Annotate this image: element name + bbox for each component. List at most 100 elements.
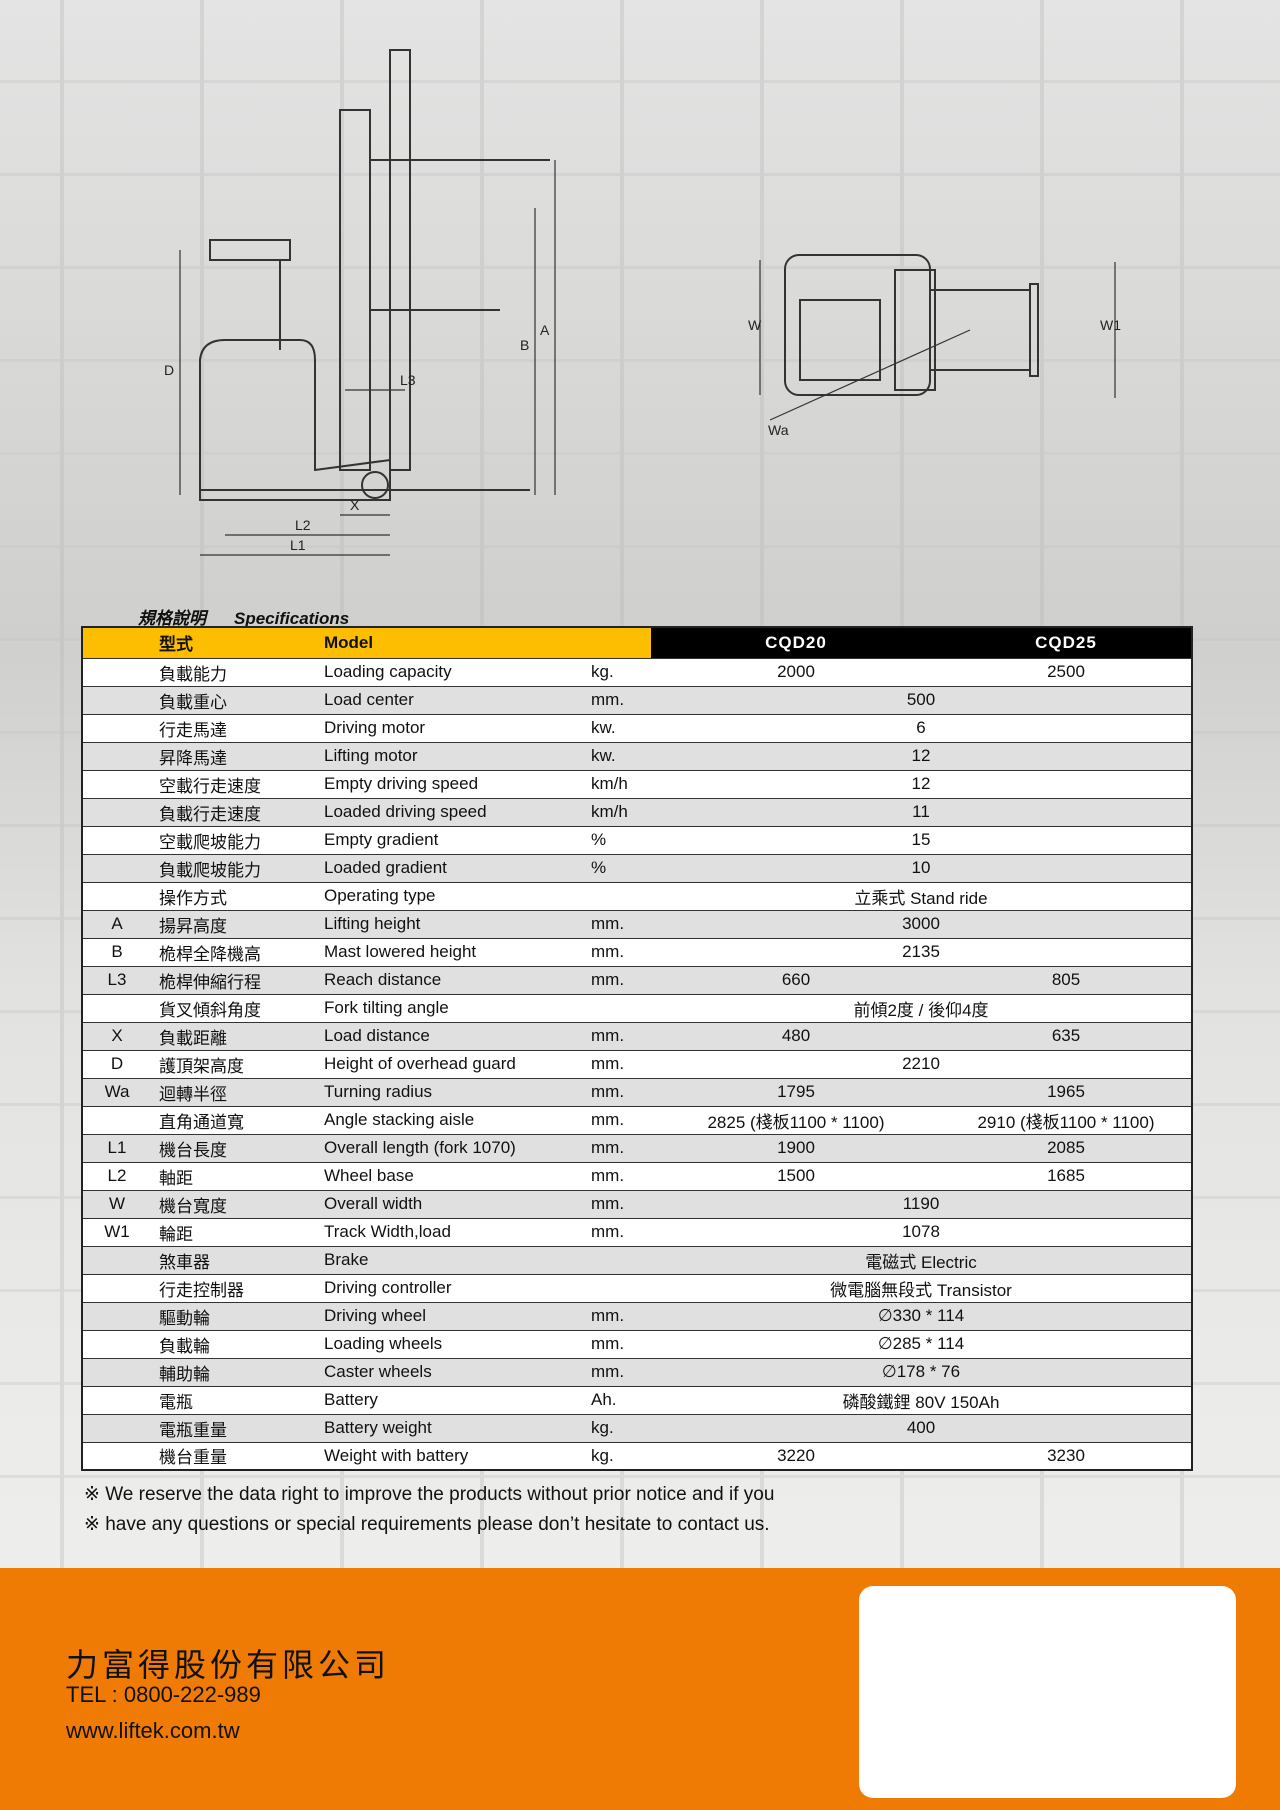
row-label-en: Empty gradient bbox=[319, 826, 591, 855]
row-code bbox=[82, 658, 151, 687]
row-unit: mm. bbox=[591, 1134, 651, 1163]
row-label-en: Height of overhead guard bbox=[319, 1050, 591, 1079]
row-label-zh: 電瓶重量 bbox=[151, 1414, 319, 1443]
row-value-cqd25: 635 bbox=[941, 1022, 1192, 1051]
row-label-zh: 負載爬坡能力 bbox=[151, 854, 319, 883]
row-code bbox=[82, 1358, 151, 1387]
row-unit: kw. bbox=[591, 742, 651, 771]
row-label-zh: 昇降馬達 bbox=[151, 742, 319, 771]
row-unit: Ah. bbox=[591, 1386, 651, 1415]
row-value-shared: 立乘式 Stand ride bbox=[651, 882, 1192, 911]
row-unit bbox=[591, 882, 651, 911]
dim-label-l1: L1 bbox=[290, 537, 306, 553]
row-value-cqd25: 2085 bbox=[941, 1134, 1192, 1163]
header-model-cqd20: CQD20 bbox=[651, 627, 941, 659]
header-model-en: Model bbox=[319, 627, 591, 659]
row-label-zh: 直角通道寬 bbox=[151, 1106, 319, 1135]
row-value-shared: 12 bbox=[651, 742, 1192, 771]
row-label-zh: 電瓶 bbox=[151, 1386, 319, 1415]
row-value-shared: 2135 bbox=[651, 938, 1192, 967]
header-model-zh: 型式 bbox=[151, 627, 319, 659]
row-code: A bbox=[82, 910, 151, 939]
row-label-zh: 貨叉傾斜角度 bbox=[151, 994, 319, 1023]
row-label-en: Load distance bbox=[319, 1022, 591, 1051]
dim-label-w: W bbox=[748, 317, 762, 333]
row-code: W1 bbox=[82, 1218, 151, 1247]
row-label-zh: 驅動輪 bbox=[151, 1302, 319, 1331]
row-value-cqd20: 3220 bbox=[651, 1442, 941, 1471]
dealer-stamp-box bbox=[859, 1586, 1236, 1798]
row-label-en: Loading capacity bbox=[319, 658, 591, 687]
row-code bbox=[82, 1442, 151, 1471]
row-value-shared: 400 bbox=[651, 1414, 1192, 1443]
row-unit: mm. bbox=[591, 686, 651, 715]
row-code bbox=[82, 714, 151, 743]
row-value-shared: 1190 bbox=[651, 1190, 1192, 1219]
row-label-zh: 機台重量 bbox=[151, 1442, 319, 1471]
row-label-zh: 機台寬度 bbox=[151, 1190, 319, 1219]
row-value-cqd20: 2000 bbox=[651, 658, 941, 687]
row-code bbox=[82, 1106, 151, 1135]
dim-label-b: B bbox=[520, 337, 529, 353]
row-value-cqd20: 660 bbox=[651, 966, 941, 995]
row-unit bbox=[591, 994, 651, 1023]
row-code: L1 bbox=[82, 1134, 151, 1163]
row-code bbox=[82, 854, 151, 883]
row-label-en: Lifting height bbox=[319, 910, 591, 939]
row-label-en: Overall width bbox=[319, 1190, 591, 1219]
forklift-dimension-diagram: D B A L3 X L2 L1 W W1 Wa bbox=[164, 49, 1121, 556]
dim-label-l2: L2 bbox=[295, 517, 311, 533]
row-code: Wa bbox=[82, 1078, 151, 1107]
row-label-zh: 迴轉半徑 bbox=[151, 1078, 319, 1107]
row-unit: mm. bbox=[591, 1078, 651, 1107]
row-unit bbox=[591, 1274, 651, 1303]
row-label-zh: 行走馬達 bbox=[151, 714, 319, 743]
row-unit: kg. bbox=[591, 1414, 651, 1443]
row-label-en: Loading wheels bbox=[319, 1330, 591, 1359]
row-label-zh: 桅桿伸縮行程 bbox=[151, 966, 319, 995]
row-unit: km/h bbox=[591, 770, 651, 799]
row-unit: mm. bbox=[591, 910, 651, 939]
row-label-en: Driving motor bbox=[319, 714, 591, 743]
website-link[interactable]: www.liftek.com.tw bbox=[66, 1718, 240, 1743]
dim-label-a: A bbox=[540, 322, 550, 338]
row-value-shared: ∅285 * 114 bbox=[651, 1330, 1192, 1359]
row-unit: mm. bbox=[591, 1106, 651, 1135]
note-line: ※ have any questions or special requirem… bbox=[84, 1514, 770, 1535]
row-code: D bbox=[82, 1050, 151, 1079]
row-label-en: Mast lowered height bbox=[319, 938, 591, 967]
row-value-shared: 電磁式 Electric bbox=[651, 1246, 1192, 1275]
row-code bbox=[82, 994, 151, 1023]
note-line: ※ We reserve the data right to improve t… bbox=[84, 1484, 775, 1505]
row-unit: mm. bbox=[591, 938, 651, 967]
dim-label-l3: L3 bbox=[400, 372, 416, 388]
side-view-drawing bbox=[199, 49, 550, 501]
company-name: 力富得股份有限公司 bbox=[66, 1646, 391, 1684]
row-value-shared: 15 bbox=[651, 826, 1192, 855]
row-code bbox=[82, 742, 151, 771]
row-unit: mm. bbox=[591, 1330, 651, 1359]
row-code bbox=[82, 770, 151, 799]
top-view-dimension-lines bbox=[759, 260, 1116, 421]
row-label-zh: 空載爬坡能力 bbox=[151, 826, 319, 855]
row-label-en: Battery bbox=[319, 1386, 591, 1415]
row-value-shared: 11 bbox=[651, 798, 1192, 827]
row-label-en: Overall length (fork 1070) bbox=[319, 1134, 591, 1163]
top-view-drawing bbox=[784, 254, 1039, 396]
row-label-en: Loaded gradient bbox=[319, 854, 591, 883]
